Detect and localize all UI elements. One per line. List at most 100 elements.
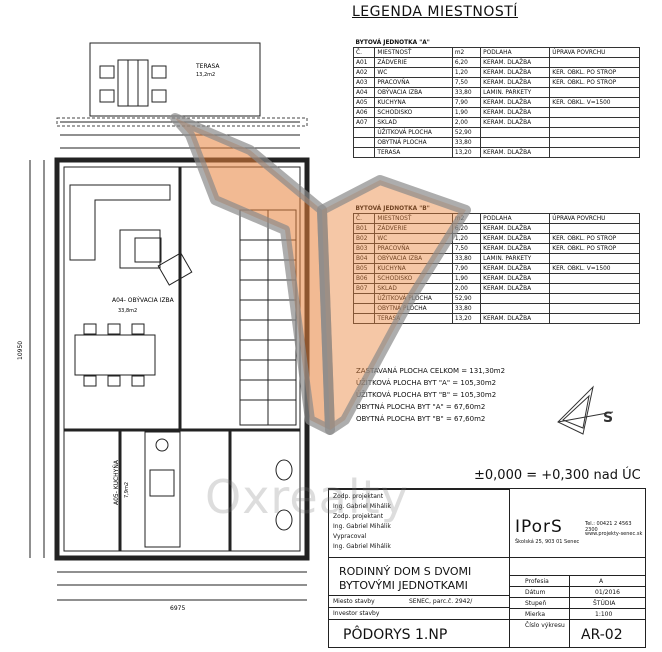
table-cell bbox=[480, 127, 551, 138]
table-cell: A03 bbox=[352, 77, 376, 88]
table-cell: KER. OBKL. V=1500 bbox=[549, 263, 640, 274]
living-label: A04- OBÝVACIA IZBA bbox=[112, 297, 175, 304]
table-cell: B04 bbox=[352, 253, 376, 264]
dining-table bbox=[74, 334, 156, 376]
table-cell bbox=[549, 107, 640, 118]
table-cell: KERAM. DLAŽBA bbox=[480, 263, 551, 274]
table-cell bbox=[549, 117, 640, 128]
table-cell: SKLAD bbox=[374, 283, 453, 294]
terrace-label: TERASA bbox=[195, 63, 220, 70]
table-cell bbox=[549, 147, 640, 158]
company-address: Školská 25, 903 01 Senec bbox=[515, 539, 580, 545]
table-cell: ZÁDVERIE bbox=[374, 223, 453, 234]
table-cell: KERAM. DLAŽBA bbox=[480, 107, 551, 118]
location-label: Miesto stavby bbox=[333, 598, 375, 605]
table-cell: KERAM. DLAŽBA bbox=[480, 233, 551, 244]
table-cell: KER. OBKL. PO STROP bbox=[549, 77, 640, 88]
title-block: Zodp. projektant Ing. Gabriel Mihálik Zo… bbox=[328, 488, 646, 648]
table-cell: 7,90 bbox=[451, 263, 482, 274]
table-cell bbox=[352, 313, 376, 324]
table-cell bbox=[549, 137, 640, 148]
table-cell: A05 bbox=[352, 97, 376, 108]
table-cell: KERAM. DLAŽBA bbox=[480, 273, 551, 284]
contact-web: www.projekty-senec.sk bbox=[585, 531, 643, 537]
table-cell: SCHODISKO bbox=[374, 273, 453, 284]
table-cell: WC bbox=[374, 233, 453, 244]
table-cell bbox=[549, 283, 640, 294]
table-cell: 13,20 bbox=[451, 147, 482, 158]
field-label: Mierka bbox=[525, 611, 546, 618]
table-cell: PRACOVŇA bbox=[374, 243, 453, 254]
table-cell bbox=[480, 293, 551, 304]
company-name: IPorS bbox=[515, 517, 563, 537]
table-cell: 7,50 bbox=[451, 77, 482, 88]
field-label: Profesia bbox=[525, 578, 549, 585]
terrace-area: 13,2m2 bbox=[196, 72, 215, 78]
role-line: Vypracoval bbox=[333, 533, 367, 540]
kitchen-counter bbox=[144, 431, 181, 548]
coffee-table bbox=[119, 229, 161, 269]
legend-title: LEGENDA MIESTNOSTÍ bbox=[352, 4, 518, 20]
table-cell: B03 bbox=[352, 243, 376, 254]
summary-line: ZASTAVANÁ PLOCHA CELKOM = 131,30m2 bbox=[356, 367, 506, 375]
watermark-text: Oxrealty bbox=[205, 470, 409, 524]
drawing-number: AR-02 bbox=[581, 627, 623, 643]
table-cell: 1,90 bbox=[451, 273, 482, 284]
table-cell: 33,80 bbox=[451, 137, 482, 148]
floor-plan: 10950 6975 TERASA 13,2m2 A04- OBÝVACIA I… bbox=[17, 42, 310, 612]
table-cell: KER. OBKL. PO STROP bbox=[549, 243, 640, 254]
table-cell: 2,00 bbox=[451, 117, 482, 128]
table-header: Č. MIESTNOSŤ m2 PODLAHA ÚPRAVA POVRCHU bbox=[352, 47, 640, 58]
table-cell: B02 bbox=[352, 233, 376, 244]
table-cell: 13,20 bbox=[451, 313, 482, 324]
drawing-no-label: Číslo výkresu bbox=[525, 622, 565, 629]
table-cell bbox=[549, 293, 640, 304]
dim-height-text: 10950 bbox=[17, 341, 24, 360]
living-area: 33,8m2 bbox=[118, 308, 137, 314]
table-cell: OBÝVACIA IZBA bbox=[374, 87, 453, 98]
terrace-outline bbox=[89, 42, 261, 117]
table-cell: A06 bbox=[352, 107, 376, 118]
table-cell: KERAM. DLAŽBA bbox=[480, 283, 551, 294]
table-cell: KERAM. DLAŽBA bbox=[480, 313, 551, 324]
table-cell: 7,90 bbox=[451, 97, 482, 108]
table-cell bbox=[549, 313, 640, 324]
table-cell: OBYTNÁ PLOCHA bbox=[374, 137, 453, 148]
field-value: 1:100 bbox=[595, 611, 613, 618]
table-cell bbox=[352, 127, 376, 138]
table-cell: OBÝVACIA IZBA bbox=[374, 253, 453, 264]
project-title-2: BYTOVÝMI JEDNOTKAMI bbox=[339, 579, 468, 592]
room-table-a: BYTOVÁ JEDNOTKA "A" Č. MIESTNOSŤ m2 PODL… bbox=[352, 38, 640, 158]
table-cell: SKLAD bbox=[374, 117, 453, 128]
table-cell: KER. OBKL. PO STROP bbox=[549, 233, 640, 244]
table-cell: 52,90 bbox=[451, 293, 482, 304]
location-value: SENEC, parc.č. 2942/ bbox=[409, 598, 473, 605]
table-cell: A04 bbox=[352, 87, 376, 98]
role-line: Zodp. projektant bbox=[333, 513, 384, 520]
kitchen-area: 7,9m2 bbox=[124, 482, 130, 498]
area-summary: ZASTAVANÁ PLOCHA CELKOM = 131,30m2 ÚŽITK… bbox=[356, 365, 505, 425]
table-cell bbox=[352, 303, 376, 314]
table-cell: KERAM. DLAŽBA bbox=[480, 67, 551, 78]
field-value: A bbox=[599, 578, 604, 585]
table-cell: KUCHYNA bbox=[374, 263, 453, 274]
staircase bbox=[239, 209, 297, 426]
table-cell: TERASA bbox=[374, 313, 453, 324]
table-cell: A01 bbox=[352, 57, 376, 68]
role-line: Ing. Gabriel Mihálik bbox=[333, 503, 391, 510]
table-cell bbox=[549, 303, 640, 314]
table-cell: KUCHYNA bbox=[374, 97, 453, 108]
contact-tel: Tel.: 00421 2 4563 2300 bbox=[585, 521, 632, 533]
